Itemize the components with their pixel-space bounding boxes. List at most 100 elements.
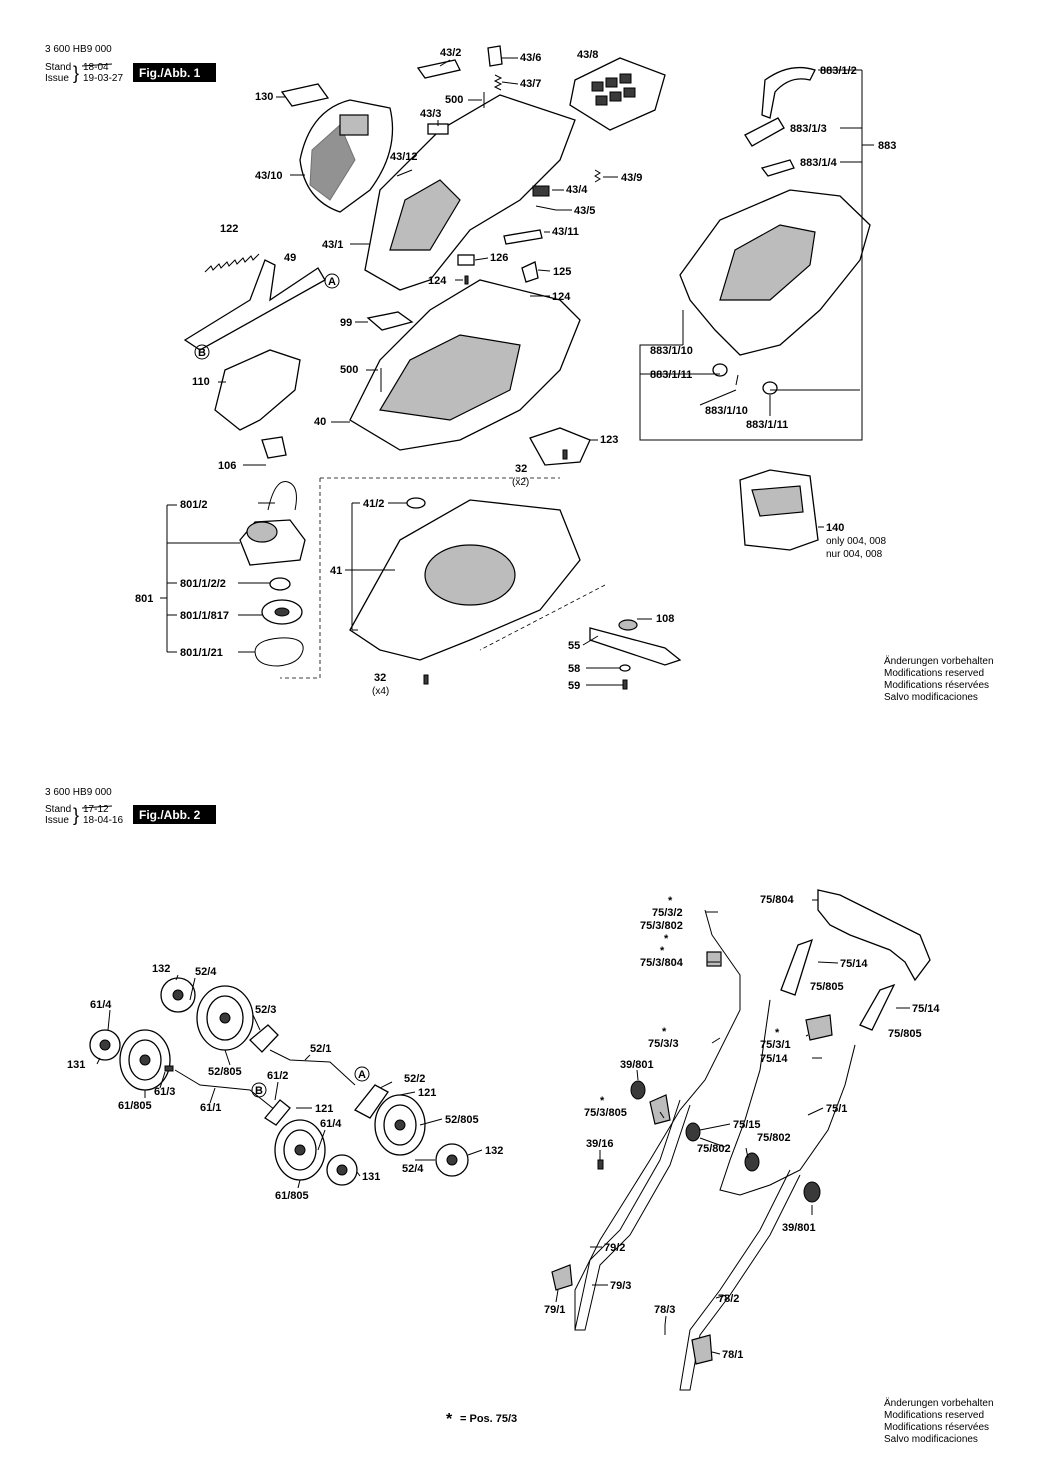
wheel-61-805b [274, 1119, 326, 1181]
note-line: Salvo modificaciones [884, 1434, 978, 1445]
axle-52-1 [269, 1049, 356, 1086]
doc-number: 3 600 HB9 000 [45, 44, 112, 55]
pad-99 [366, 311, 414, 331]
stand-label: Stand [45, 804, 71, 815]
label: 79/1 [544, 1304, 565, 1316]
label: 75/3/805 [584, 1107, 627, 1119]
stand-old: 18-04 [83, 62, 109, 73]
note-line: Modifications réservées [884, 1422, 989, 1433]
part-61-2 [264, 1099, 291, 1126]
bushing-41-2 [406, 497, 426, 509]
note-line: Modifications réservées [884, 680, 989, 691]
label: 61/4 [90, 999, 112, 1011]
label: 75/805 [888, 1028, 922, 1040]
label: 132 [485, 1145, 503, 1157]
pin-61-3 [164, 1065, 174, 1072]
label: nur 004, 008 [826, 549, 883, 560]
label: 130 [255, 91, 273, 103]
wheel-hub-132a [160, 977, 196, 1013]
label: 883 [878, 140, 896, 152]
figure1-leaders [160, 57, 874, 686]
brace: } [73, 63, 79, 83]
part-126 [457, 254, 475, 266]
blade-55 [589, 627, 682, 666]
cable-75-3-3 [574, 909, 741, 1330]
part-52-2 [354, 1084, 389, 1119]
label: 32 [374, 672, 386, 684]
label: 75/14 [760, 1053, 788, 1065]
label: 75/3/2 [652, 907, 683, 919]
part-124a [464, 275, 469, 285]
label: 61/1 [200, 1102, 221, 1114]
figure-badge [133, 63, 216, 82]
star-mark: * [446, 1411, 453, 1428]
label: 43/5 [574, 205, 595, 217]
handle-883-1-2 [761, 66, 816, 119]
star-mark: * [662, 1026, 667, 1038]
label: 32 [515, 463, 527, 475]
issue-date: 19-03-27 [83, 73, 123, 84]
sleeve-75-805b [859, 983, 896, 1031]
figure1-labels: 43/2 43/6 43/8 43/7 500 130 43/3 43/12 4… [135, 47, 896, 697]
ref-circle-a [324, 273, 340, 289]
label: 52/4 [402, 1163, 424, 1175]
label: 124 [552, 291, 571, 303]
figure2-leaders [96, 899, 910, 1355]
wheel-52-805a [196, 985, 254, 1051]
label: 99 [340, 317, 352, 329]
label: 124 [428, 275, 447, 287]
label: 43/3 [420, 108, 441, 120]
label: 43/10 [255, 170, 283, 182]
label: 61/805 [118, 1100, 152, 1112]
label: 500 [340, 364, 358, 376]
label: 43/2 [440, 47, 461, 59]
bearing-801-1-2-2 [269, 577, 291, 591]
label: 75/14 [840, 958, 868, 970]
label: 883/1/2 [820, 65, 857, 77]
washer-58 [619, 664, 631, 672]
label: 52/1 [310, 1043, 331, 1055]
part-123 [529, 427, 591, 466]
battery-cover-window [339, 114, 369, 136]
label: 75/1 [826, 1103, 847, 1115]
star-note: = Pos. 75/3 [460, 1413, 517, 1425]
label: 39/801 [620, 1059, 654, 1071]
label: 78/3 [654, 1304, 675, 1316]
label: 801 [135, 593, 153, 605]
label: 78/2 [718, 1293, 739, 1305]
label: 801/1/817 [180, 610, 229, 622]
label: 43/1 [322, 239, 343, 251]
label: 78/1 [722, 1349, 743, 1361]
label: 106 [218, 460, 236, 472]
battery-tray-cells [591, 73, 636, 106]
label: 123 [600, 434, 618, 446]
label: 75/804 [760, 894, 795, 906]
label: 58 [568, 663, 580, 675]
clip-43-6 [487, 45, 503, 67]
star-mark: * [668, 895, 673, 907]
motor-top [246, 521, 278, 543]
figure1-header: 3 600 HB9 000 Stand 18-04 Issue 19-03-27… [45, 44, 216, 84]
figure1-drawings [183, 45, 871, 690]
label: 75/802 [757, 1132, 791, 1144]
stand-label: Stand [45, 62, 71, 73]
label: 41 [330, 565, 342, 577]
star-mark: * [600, 1095, 605, 1107]
clip-79-1 [551, 1264, 573, 1291]
label: 75/805 [810, 981, 844, 993]
screw-883-1-10b [735, 374, 739, 386]
issue-date: 18-04-16 [83, 815, 123, 826]
label: B [198, 347, 206, 359]
part-125 [521, 261, 539, 283]
label: 43/11 [552, 226, 579, 238]
note-line: Modifications reserved [884, 1410, 984, 1421]
pin-39-16 [597, 1159, 604, 1170]
part-52-3 [249, 1024, 279, 1053]
guide-dash-2 [280, 478, 321, 679]
label: 883/1/10 [650, 345, 693, 357]
figure2-legend: * = Pos. 75/3 [446, 1411, 517, 1428]
figure-badge-text: Fig./Abb. 1 [139, 66, 201, 80]
belt-801-1-21 [254, 637, 304, 667]
label: 40 [314, 416, 326, 428]
